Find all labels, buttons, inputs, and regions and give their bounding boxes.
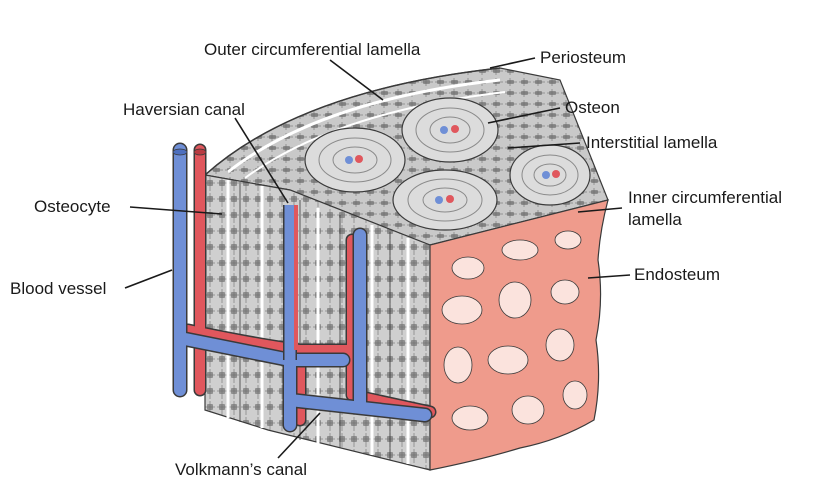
- spongy-bone: [429, 199, 609, 471]
- label-blood-vessel: Blood vessel: [10, 279, 107, 298]
- label-periosteum: Periosteum: [540, 48, 626, 67]
- osteon-3: [392, 169, 498, 231]
- label-osteocyte: Osteocyte: [34, 197, 111, 216]
- label-endosteum: Endosteum: [634, 265, 720, 284]
- label-interstitial-lamella: Interstitial lamella: [586, 133, 718, 152]
- label-inner-circumferential-line1: Inner circumferential: [628, 188, 783, 207]
- osteon-1: [304, 127, 406, 193]
- label-outer-circumferential-lamella: Outer circumferential lamella: [204, 40, 421, 59]
- cross-section-top: [203, 67, 609, 246]
- blood-vessels: [172, 142, 437, 433]
- label-haversian-canal: Haversian canal: [123, 100, 245, 119]
- label-inner-circumferential-line2: lamella: [628, 210, 682, 229]
- label-volkmanns-canal: Volkmann’s canal: [175, 460, 307, 479]
- osteon-2: [401, 97, 499, 163]
- leader-lines: [124, 57, 631, 459]
- osteons: [304, 97, 591, 231]
- label-osteon: Osteon: [565, 98, 620, 117]
- osteon-4: [509, 144, 591, 206]
